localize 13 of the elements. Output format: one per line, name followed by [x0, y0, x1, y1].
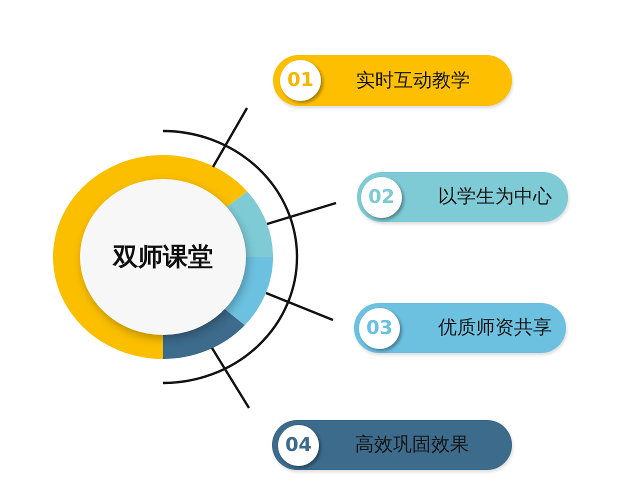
item-label: 以学生为中心 [438, 186, 552, 208]
item-label: 优质师资共享 [438, 316, 552, 340]
item-pill [273, 55, 512, 106]
item-label: 高效巩固效果 [355, 434, 469, 456]
number-badge: 01 [280, 60, 321, 101]
item-pill [354, 303, 566, 353]
item-pill [357, 172, 568, 222]
number-badge: 02 [361, 177, 402, 218]
center-title: 双师课堂 [113, 242, 213, 272]
item-pill [272, 420, 512, 470]
number-badge: 03 [359, 308, 400, 349]
number-badge: 04 [278, 425, 319, 466]
item-label: 实时互动教学 [356, 69, 470, 92]
